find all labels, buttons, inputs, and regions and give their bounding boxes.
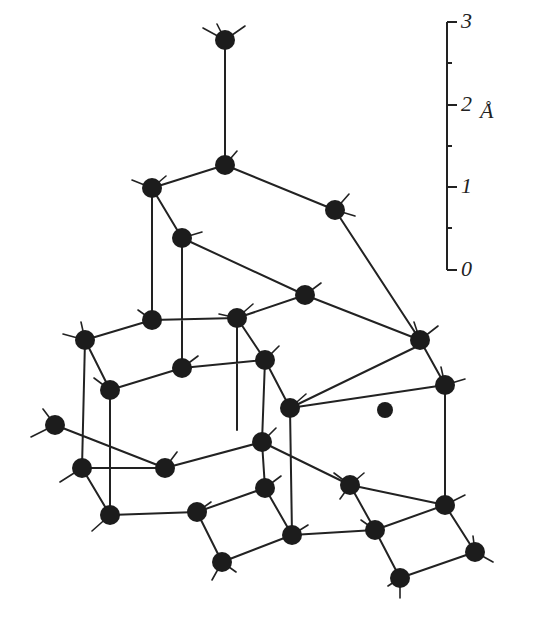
- scale-number: 2: [461, 93, 472, 115]
- bond-lines: [31, 24, 493, 598]
- scale-number: 3: [461, 10, 472, 32]
- scale-bar: [447, 22, 457, 270]
- atoms: [45, 30, 485, 588]
- unit-label: Å: [480, 100, 493, 122]
- scale-number: 1: [461, 175, 472, 197]
- scale-number: 0: [461, 258, 472, 280]
